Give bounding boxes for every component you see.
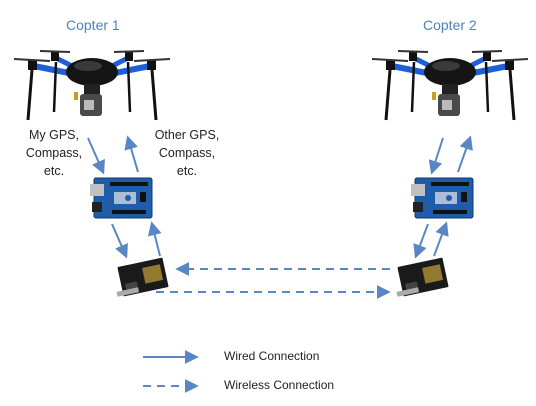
copter-1-arduino-board xyxy=(89,177,153,219)
my-gps-label: My GPS, Compass, etc. xyxy=(18,126,90,180)
wired-arrow-board-to-radio-2 xyxy=(413,223,429,259)
wired-arrow-drone-to-board-1 xyxy=(87,137,105,175)
other-gps-line-1: Other GPS, xyxy=(154,128,220,142)
copter-1-title: Copter 1 xyxy=(66,17,120,33)
legend-wireless-label: Wireless Connection xyxy=(224,378,335,392)
my-gps-line-2: Compass, xyxy=(25,146,83,160)
copter-1-radio-module xyxy=(116,257,169,297)
wired-arrow-board-to-drone-1 xyxy=(124,135,139,173)
wired-arrow-radio-to-board-1 xyxy=(147,221,162,257)
other-gps-line-3: etc. xyxy=(176,164,198,178)
wired-arrow-board-to-drone-2 xyxy=(457,135,473,173)
other-gps-line-2: Compass, xyxy=(158,146,216,160)
copter-1-drone xyxy=(14,51,170,120)
copter-2-radio-module xyxy=(396,257,449,297)
my-gps-line-1: My GPS, xyxy=(28,128,79,142)
copter-2-drone xyxy=(372,51,528,120)
wired-arrow-board-to-radio-1 xyxy=(111,223,128,259)
other-gps-label: Other GPS, Compass, etc. xyxy=(146,126,228,180)
copter-2-title: Copter 2 xyxy=(423,17,477,33)
my-gps-line-3: etc. xyxy=(43,164,65,178)
copter-2-arduino-board xyxy=(410,177,474,219)
wired-arrow-drone-to-board-2 xyxy=(428,137,444,175)
wired-arrow-radio-to-board-2 xyxy=(433,221,449,257)
legend-wired-label: Wired Connection xyxy=(224,349,320,363)
